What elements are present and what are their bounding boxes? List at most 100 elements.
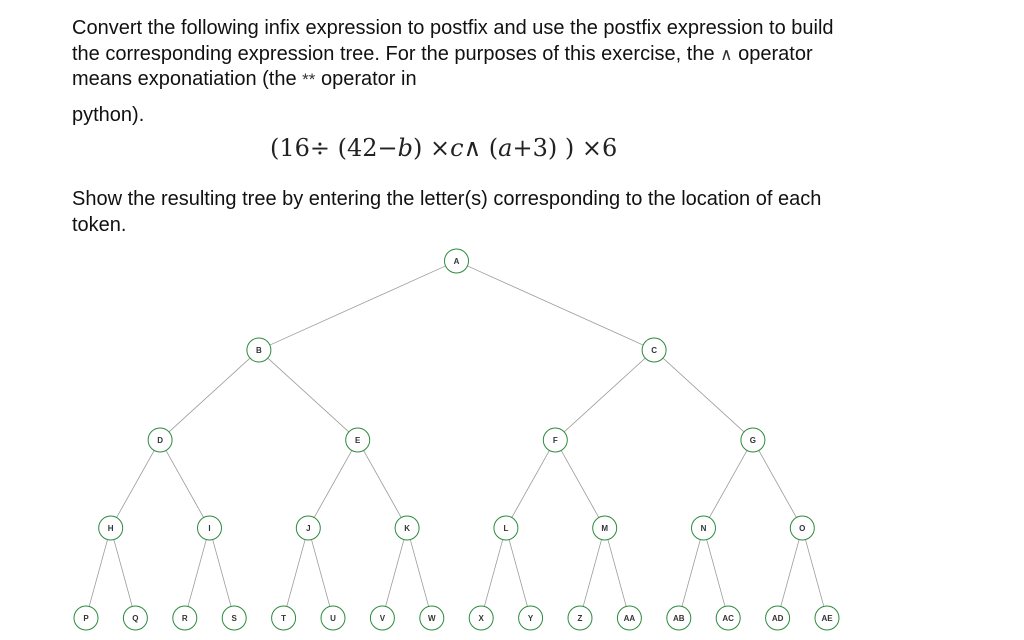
tree-edge-e-k	[363, 450, 402, 518]
tree-node-circle	[666, 605, 692, 631]
tree-node-label: G	[750, 436, 756, 445]
tree-node-circle	[320, 605, 346, 631]
tree-edge-o-ad	[780, 539, 800, 607]
tree-edge-g-n	[709, 450, 748, 518]
tree-node-circle	[73, 605, 99, 631]
tree-edge-l-x	[483, 539, 504, 607]
expr-var-b: b	[397, 134, 414, 162]
tree-node-circle	[295, 515, 321, 541]
tree-node-label: X	[479, 614, 485, 623]
tree-edge-d-i	[165, 450, 204, 518]
instructions-text-1: Convert the following infix expression t…	[72, 17, 834, 65]
tree-node-label: D	[157, 436, 163, 445]
tree-edge-k-w	[409, 539, 430, 607]
expr-var-a: a	[498, 134, 513, 162]
infix-expression: (16÷ (42−b) ×c∧ (a+3) ) ×6	[270, 134, 617, 162]
tree-node-label: V	[380, 614, 386, 623]
tree-node-circle	[616, 605, 642, 631]
tree-edge-j-t	[286, 539, 306, 607]
tree-node-o: O	[789, 515, 815, 541]
tree-node-circle	[172, 605, 198, 631]
tree-node-circle	[246, 337, 272, 363]
tree-edge-c-f	[563, 357, 646, 433]
tree-node-circle	[789, 515, 815, 541]
tree-edge-h-q	[113, 539, 133, 607]
tree-node-n: N	[691, 515, 716, 541]
tree-edge-d-h	[116, 450, 155, 518]
tree-node-circle	[542, 427, 568, 453]
tree-node-label: Z	[578, 614, 583, 623]
tree-node-r: R	[172, 605, 198, 631]
tree-edge-b-e	[267, 357, 350, 433]
tree-node-label: K	[404, 524, 410, 533]
tree-edge-f-l	[511, 450, 550, 518]
tree-node-v: V	[369, 605, 395, 631]
tree-node-circle	[567, 605, 593, 631]
tree-node-ab: AB	[666, 605, 692, 631]
tree-node-b: B	[246, 337, 272, 363]
tree-edge-j-u	[311, 539, 331, 607]
tree-node-y: Y	[518, 605, 544, 631]
tree-node-h: H	[98, 515, 124, 541]
tree-node-circle	[715, 605, 741, 631]
tree-node-label: Y	[528, 614, 534, 623]
tree-node-circle	[468, 605, 494, 631]
tree-node-circle	[518, 605, 544, 631]
tree-edge-n-ab	[681, 539, 701, 607]
tree-edge-f-m	[560, 450, 600, 518]
tree-node-label: AA	[624, 614, 636, 623]
tree-node-label: AD	[772, 614, 784, 623]
tree-node-label: E	[355, 436, 361, 445]
tree-node-w: W	[419, 605, 445, 631]
instructions-continuation: python).	[72, 104, 145, 126]
tree-node-label: L	[503, 524, 508, 533]
tree-node-label: N	[701, 524, 707, 533]
tree-node-d: D	[147, 427, 173, 453]
tree-node-x: X	[468, 605, 494, 631]
tree-edge-i-r	[187, 539, 207, 607]
tree-node-ae: AE	[814, 605, 840, 631]
expr-var-c: c	[450, 134, 464, 162]
tree-node-j: J	[295, 515, 321, 541]
tree-node-circle	[98, 515, 124, 541]
tree-node-circle	[197, 515, 222, 541]
tree-node-z: Z	[567, 605, 593, 631]
tree-node-label: M	[601, 524, 608, 533]
caret-symbol: ∧	[720, 44, 733, 64]
tree-node-label: A	[454, 257, 460, 266]
instructions-text-2: operator means exponatiation (the	[72, 42, 813, 91]
tree-node-circle	[122, 605, 148, 631]
power-symbol: **	[302, 70, 316, 89]
tree-node-label: H	[108, 524, 114, 533]
tree-node-ac: AC	[715, 605, 741, 631]
tree-node-u: U	[320, 605, 346, 631]
tree-edge-a-c	[467, 265, 644, 346]
tree-node-s: S	[221, 605, 247, 631]
tree-node-circle	[691, 515, 716, 541]
tree-node-label: O	[799, 524, 805, 533]
expr-part-4: +3) ) ×6	[512, 134, 618, 162]
tree-node-circle	[345, 427, 371, 453]
tree-node-label: Q	[132, 614, 138, 623]
tree-node-circle	[394, 515, 420, 541]
tree-node-t: T	[271, 605, 297, 631]
tree-node-circle	[369, 605, 395, 631]
tree-node-aa: AA	[616, 605, 642, 631]
tree-node-label: W	[428, 614, 436, 623]
tree-edge-i-s	[212, 539, 232, 607]
tree-node-ad: AD	[765, 605, 791, 631]
tree-node-i: I	[197, 515, 222, 541]
tree-node-p: P	[73, 605, 99, 631]
instructions-paragraph: Convert the following infix expression t…	[72, 16, 852, 93]
tree-node-label: F	[553, 436, 558, 445]
tree-node-label: AC	[722, 614, 734, 623]
tree-node-circle	[814, 605, 840, 631]
tree-edge-m-aa	[607, 539, 627, 607]
tree-edge-g-o	[758, 450, 797, 518]
tree-edge-e-j	[313, 450, 353, 518]
tree-edge-o-ae	[805, 539, 825, 607]
tree-node-label: T	[281, 614, 286, 623]
tree-node-m: M	[592, 515, 618, 541]
expr-part-3: ∧ (	[463, 134, 499, 162]
tree-edge-a-b	[269, 265, 446, 346]
